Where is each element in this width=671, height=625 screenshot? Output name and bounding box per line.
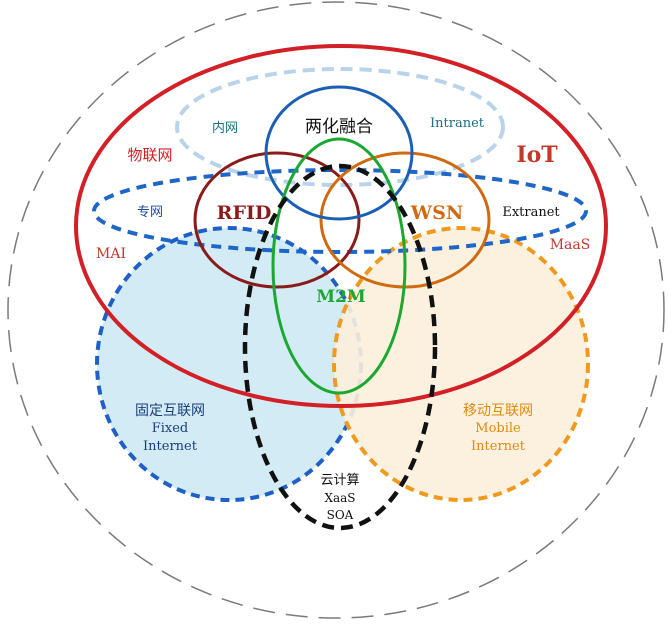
mobile-internet-cn-label: 移动互联网 (463, 403, 533, 419)
mobile-internet-en-label-2: Internet (471, 439, 526, 454)
mai-label: MAI (96, 246, 126, 262)
private-network-label: 专网 (137, 205, 163, 220)
iot-cn-label: 物联网 (127, 146, 172, 164)
outer-boundary-circle (7, 1, 665, 619)
fixed-internet-en-label-1: Fixed (152, 421, 189, 436)
fixed-internet-en-label-2: Internet (143, 439, 198, 454)
iot-ellipse (74, 44, 608, 408)
intranet-en-label: Intranet (430, 116, 485, 131)
rfid-circle (193, 151, 361, 289)
intranet-ellipse (175, 67, 505, 187)
iot-en-label: IoT (516, 142, 558, 168)
mobile-internet-en-label-1: Mobile (475, 421, 521, 436)
private-network-ellipse (92, 168, 588, 254)
cloud-computing-ellipse (242, 163, 438, 531)
maas-label: MaaS (550, 237, 591, 253)
m2m-ellipse (271, 137, 407, 395)
mobile-internet-circle (332, 226, 590, 502)
rfid-label: RFID (217, 202, 272, 224)
cloud-soa-label: SOA (327, 508, 354, 522)
m2m-label: M2M (316, 287, 366, 307)
fixed-internet-cn-label: 固定互联网 (135, 403, 205, 419)
wsn-label: WSN (410, 202, 463, 224)
intranet-cn-label: 内网 (212, 120, 238, 136)
two-integration-label: 两化融合 (305, 117, 373, 137)
cloud-xaas-label: XaaS (324, 491, 355, 505)
cloud-computing-cn-label: 云计算 (320, 473, 359, 488)
two-integration-circle (264, 85, 414, 221)
extranet-label: Extranet (502, 205, 560, 220)
fixed-internet-circle (95, 226, 363, 502)
